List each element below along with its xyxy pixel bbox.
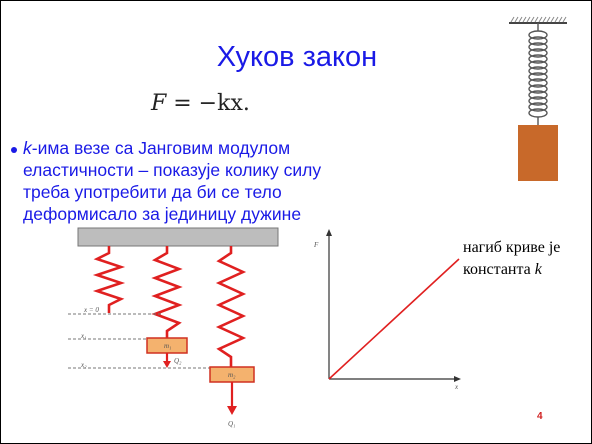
label-mass1: m₁ (164, 342, 172, 350)
label-x1: x₁ (80, 332, 87, 340)
hanging-spring-icon (528, 23, 548, 125)
label-x0: x = 0 (83, 306, 99, 314)
hooke-formula: F = −kx. (151, 91, 250, 116)
label-mass2: m₂ (228, 371, 236, 379)
spring-unloaded (92, 246, 126, 313)
slide-title: Хуков закон (216, 41, 378, 73)
annotation-k: k (534, 261, 542, 278)
graph-x-label: x (454, 383, 459, 391)
spring-loaded-1 (151, 246, 183, 338)
force-displacement-graph: F x (313, 229, 461, 391)
spring-figure-ceiling (77, 227, 279, 247)
graph-annotation: нагиб криве је константа k (463, 237, 588, 281)
annotation-text: нагиб криве је константа (463, 239, 561, 278)
bullet-k: k (23, 138, 32, 158)
label-force2: Q₂ (174, 357, 182, 365)
graph-x-arrow (454, 376, 461, 382)
force-arrow-icon (163, 353, 237, 415)
bullet-dot (11, 147, 17, 153)
formula-rhs: = −kx. (166, 91, 250, 116)
graph-y-label: F (313, 241, 319, 249)
formula-f: F (151, 91, 167, 116)
graph-line (328, 258, 460, 380)
page-number: 4 (537, 411, 543, 422)
bullet-body: -има везе са Јанговим модулом еластичнос… (23, 138, 322, 224)
label-x2: x₂ (80, 361, 87, 369)
spring-loaded-2 (215, 246, 247, 367)
label-force1: Q₁ (228, 420, 236, 428)
mass-block-icon (518, 125, 558, 181)
ceiling-icon (509, 16, 567, 24)
bullet-text: k-има везе са Јанговим модулом еластично… (23, 137, 368, 225)
graph-y-arrow (326, 229, 332, 236)
